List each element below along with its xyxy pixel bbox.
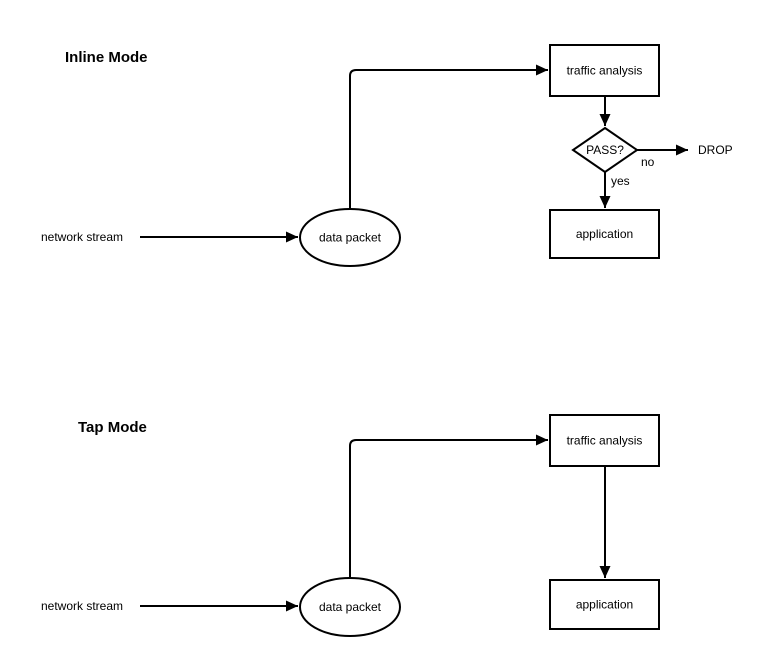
- inline-mode-section: Inline Mode network stream data packet t…: [41, 44, 733, 267]
- tap-mode-section: Tap Mode network stream data packet traf…: [41, 414, 660, 637]
- inline-traffic-analysis-box: [549, 44, 660, 97]
- inline-data-packet-ellipse: [299, 208, 401, 267]
- tap-application-label: application: [576, 598, 633, 612]
- tap-application-box: [549, 579, 660, 630]
- inline-application-label: application: [576, 227, 633, 241]
- tap-mode-title: Tap Mode: [78, 419, 147, 436]
- inline-drop-label: DROP: [698, 143, 733, 157]
- inline-decision-label: PASS?: [586, 143, 624, 157]
- tap-data-packet-label: data packet: [319, 600, 382, 614]
- inline-network-stream-label: network stream: [41, 230, 123, 244]
- inline-no-label: no: [641, 155, 655, 169]
- inline-data-packet-label: data packet: [319, 231, 382, 245]
- inline-traffic-analysis-label: traffic analysis: [567, 64, 643, 78]
- tap-traffic-analysis-label: traffic analysis: [567, 434, 643, 448]
- inline-application-box: [549, 209, 660, 259]
- inline-mode-title: Inline Mode: [65, 49, 148, 66]
- tap-data-packet-ellipse: [299, 577, 401, 637]
- inline-packet-to-analysis-arrow: [349, 64, 548, 208]
- tap-network-stream-label: network stream: [41, 599, 123, 613]
- tap-traffic-analysis-box: [549, 414, 660, 467]
- inline-yes-label: yes: [611, 174, 630, 188]
- tap-packet-to-analysis-arrow: [349, 434, 548, 577]
